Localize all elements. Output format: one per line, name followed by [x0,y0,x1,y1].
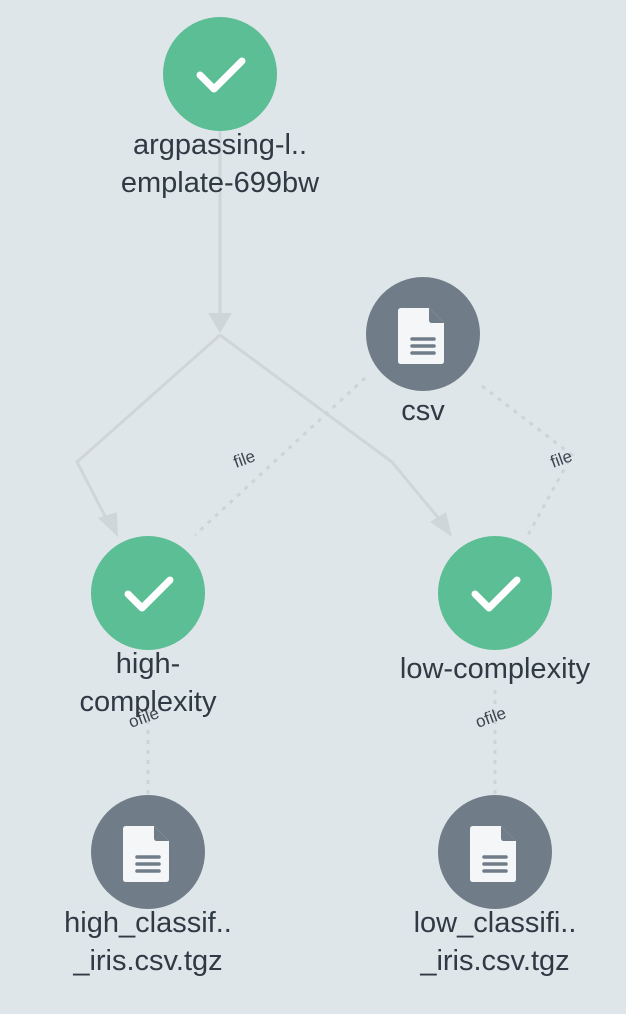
node-root-task[interactable] [163,17,277,131]
node-label-csv: csv [303,392,543,430]
edge-fork-to-high [75,333,221,521]
node-label-line: complexity [79,686,217,718]
node-label-root: argpassing-l.. emplate-699bw [100,126,340,202]
node-label-high: high- complexity [28,645,268,721]
node-label-line: high_classif.. [64,907,232,939]
edge-csv-to-low [481,384,574,536]
edge-label-csv-low: file [548,446,575,471]
check-icon [196,57,246,93]
node-low-output-artifact[interactable] [438,795,552,909]
edge-fork-to-low [219,333,442,521]
check-icon [471,576,521,612]
node-high-complexity-task[interactable] [91,536,205,650]
edge-label-csv-high: file [231,446,258,471]
check-icon [124,576,174,612]
node-csv-artifact[interactable] [366,277,480,391]
node-label-line: _iris.csv.tgz [73,945,223,977]
node-label-line: emplate-699bw [120,167,320,199]
node-label-line: _iris.csv.tgz [420,945,570,977]
node-label-high-output: high_classif.. _iris.csv.tgz [28,904,268,980]
node-label-line: argpassing-l.. [132,129,308,161]
node-label-line: high- [115,648,181,680]
arrow-head-fork [208,313,232,333]
node-low-complexity-task[interactable] [438,536,552,650]
edge-csv-to-high [193,376,367,537]
edge-label-low-out: ofile [473,703,509,732]
arrow-head-high [98,512,118,537]
file-icon [123,826,169,882]
file-icon [470,826,516,882]
arrow-head-low [430,512,452,537]
node-label-line: csv [401,395,445,427]
node-label-low-output: low_classifi.. _iris.csv.tgz [375,904,615,980]
node-high-output-artifact[interactable] [91,795,205,909]
node-label-low: low-complexity [375,650,615,688]
node-label-line: low-complexity [399,653,591,685]
file-icon [398,308,444,364]
node-label-line: low_classifi.. [413,907,577,939]
